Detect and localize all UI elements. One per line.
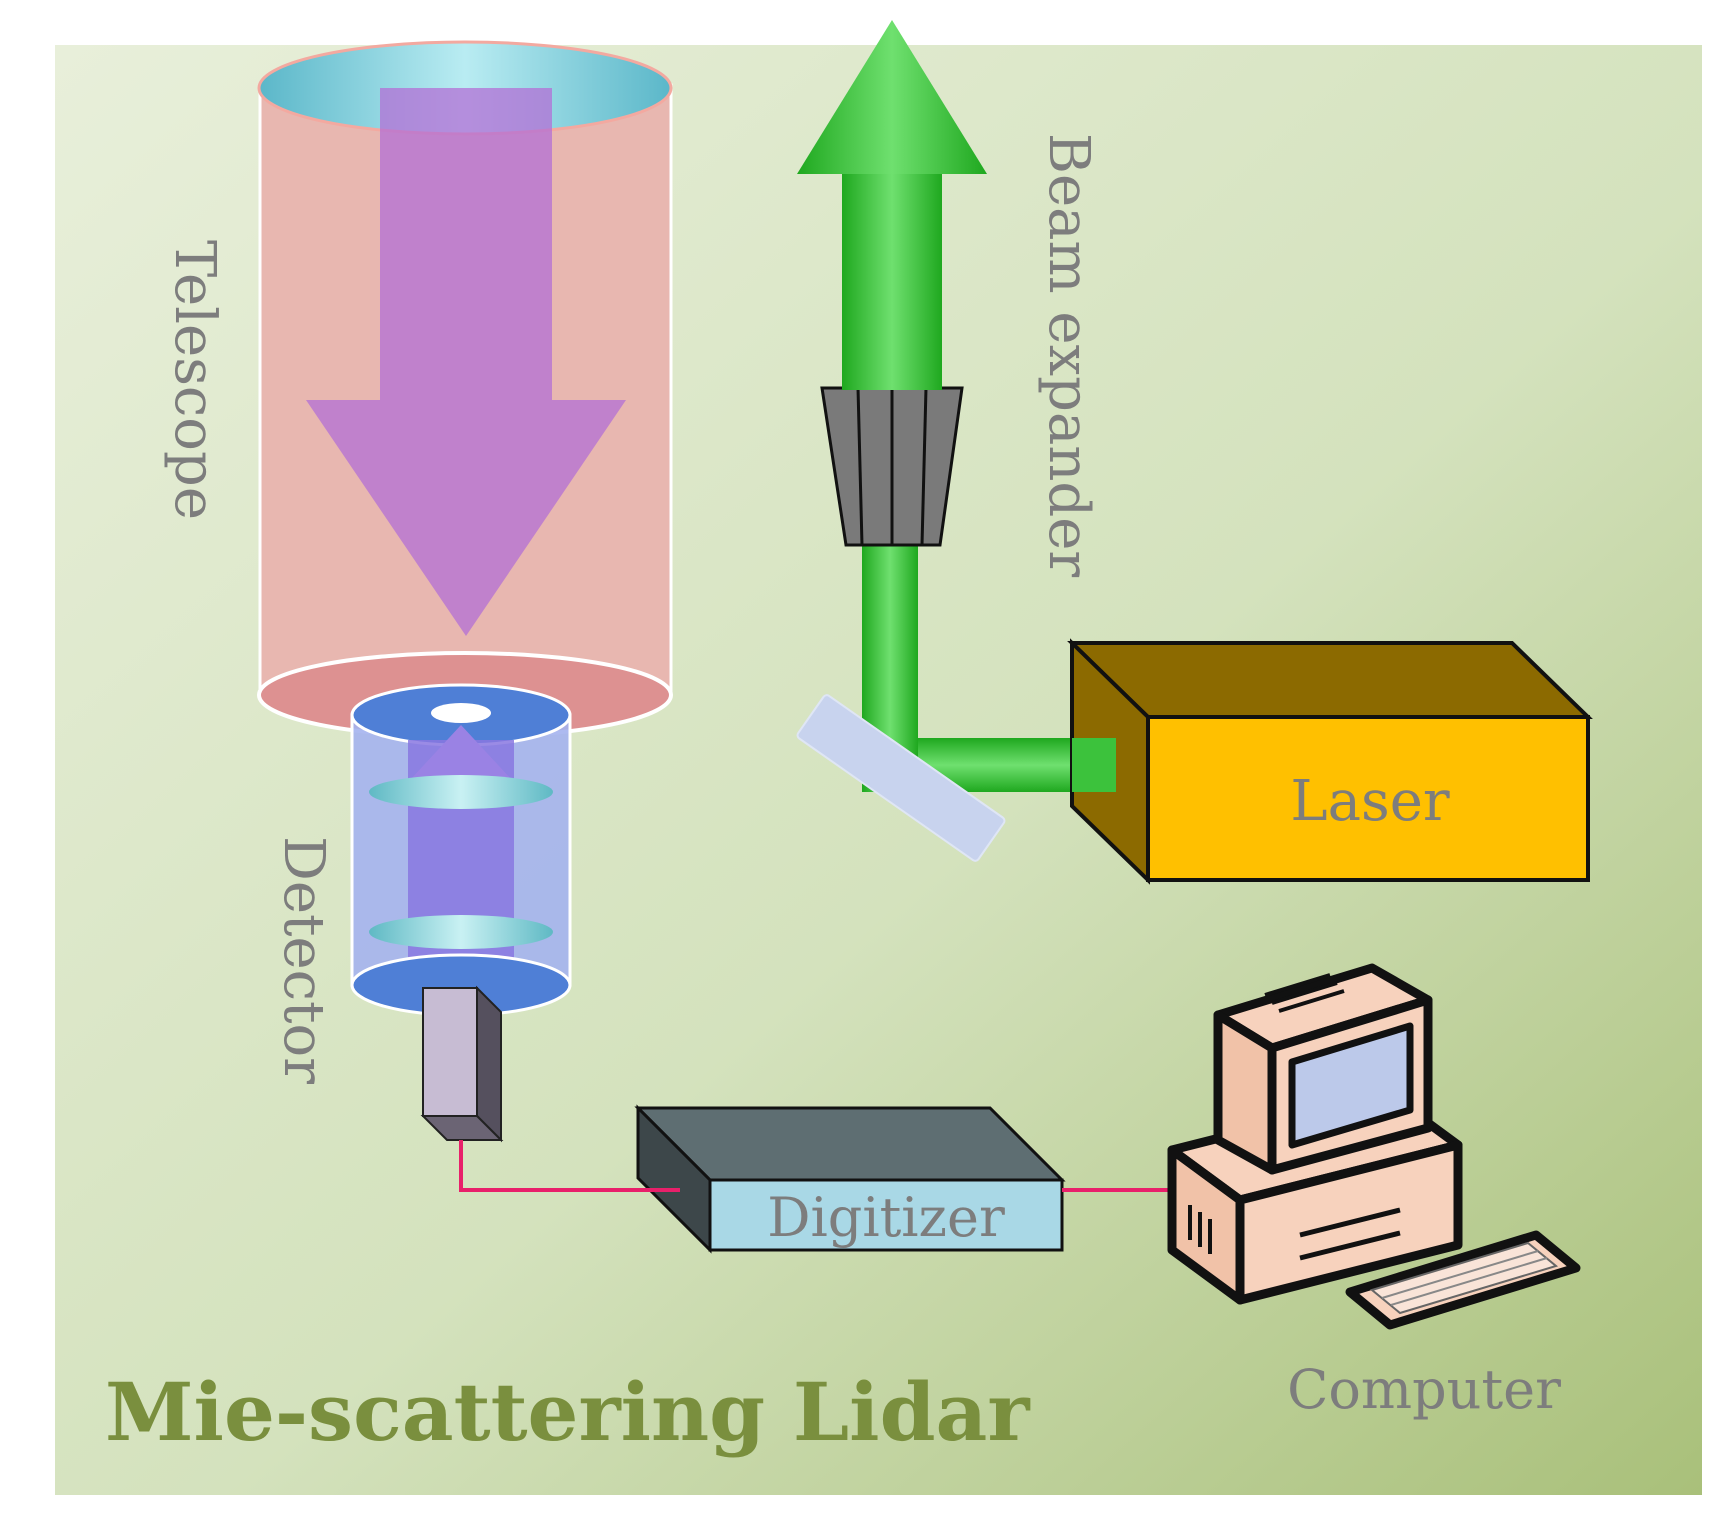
monitor-vent (1278, 989, 1345, 1013)
photodetector-front (422, 987, 478, 1117)
monitor-left (1213, 1010, 1277, 1175)
photodetector-side (476, 985, 502, 1143)
computer-label: Computer (1287, 1358, 1561, 1421)
beam-expander-ridge (920, 387, 928, 546)
outgoing-beam-arrowhead (797, 20, 987, 174)
beam-expander-label: Beam expander (1036, 133, 1101, 578)
telescope (257, 40, 673, 739)
digitizer-front (708, 1178, 1064, 1252)
digitizer-label: Digitizer (767, 1186, 1005, 1249)
detector-label: Detector (271, 836, 336, 1084)
diagram-title: Mie-scattering Lidar (105, 1365, 1030, 1459)
laser-label: Laser (1290, 769, 1449, 834)
keyboard-keys (1369, 1241, 1559, 1315)
expanded-beam-shaft (842, 170, 942, 390)
detector-aperture (431, 703, 491, 723)
computer: Computer (1167, 963, 1581, 1421)
digitizer: Digitizer (634, 1104, 1066, 1254)
monitor-vent (1271, 981, 1338, 1005)
laser-box-top (1067, 641, 1593, 719)
detector-light-cone-top (410, 725, 512, 780)
laser: Laser (1067, 638, 1593, 885)
beam-mirror (796, 694, 1006, 862)
detector-to-digitizer-cable (459, 1140, 680, 1192)
detector-lens-upper (369, 775, 553, 809)
laser-box-front (1146, 715, 1590, 882)
received-light-arrow (306, 88, 626, 636)
beam-expander-ridge (856, 387, 864, 546)
telescope-label: Telescope (162, 240, 227, 520)
keyboard-key-row (1390, 1257, 1548, 1306)
laser-output-port (1072, 738, 1116, 792)
monitor-vent (1264, 973, 1331, 997)
digitizer-top (634, 1106, 1066, 1182)
detector (350, 683, 572, 1143)
detector-lens-lower (369, 915, 553, 949)
drive-slot (1299, 1207, 1401, 1238)
monitor-screen (1288, 1022, 1414, 1149)
drive-slot (1299, 1230, 1401, 1261)
photodetector-bottom (420, 1115, 504, 1141)
keyboard-key-row (1381, 1250, 1539, 1299)
